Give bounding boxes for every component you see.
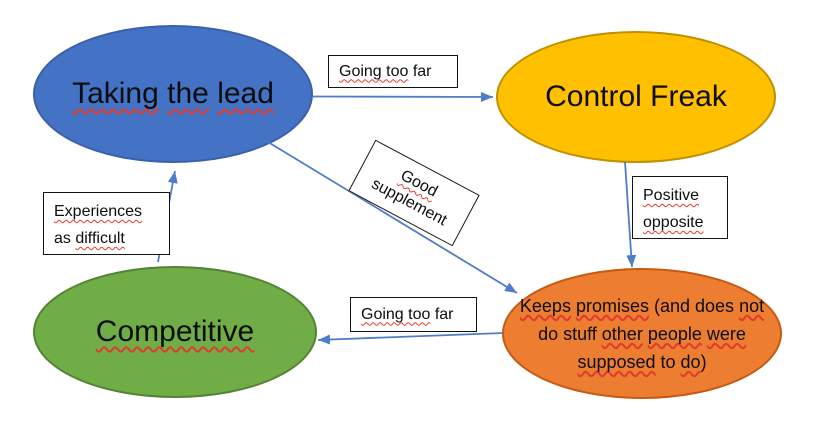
node-taking-the-lead-label: Taking the lead [72, 77, 274, 110]
edge-label-positive-opposite[interactable]: Positive opposite [632, 176, 728, 239]
node-keeps-promises-line2: do stuff other people were [538, 323, 746, 344]
connector-taking-lead-to-control-freak[interactable] [311, 91, 494, 102]
edge-label-going-too-far-bottom[interactable]: Going too far [350, 297, 477, 332]
edge-label-experiences-line2: as difficult [54, 230, 125, 247]
connector-taking-lead-to-keeps-promises[interactable] [267, 141, 518, 294]
edge-label-experiences-line1: Experiences [54, 203, 143, 220]
edge-label-going-too-far-bottom-text: Going too far [361, 305, 454, 323]
edge-label-experiences-as-difficult[interactable]: Experiences as difficult [43, 192, 170, 255]
node-keeps-promises-line1: Keeps promises (and does not [519, 295, 765, 316]
node-competitive[interactable]: Competitive [33, 266, 317, 398]
node-control-freak-label: Control Freak [545, 80, 727, 113]
node-control-freak[interactable]: Control Freak [496, 31, 776, 163]
node-competitive-label: Competitive [95, 315, 255, 348]
edge-label-positive-opposite-line1: Positive [643, 187, 700, 204]
connector-control-freak-to-keeps-promises[interactable] [624, 161, 637, 268]
node-keeps-promises[interactable]: Keeps promises (and does not do stuff ot… [502, 268, 782, 399]
node-keeps-promises-line3: supposed to do) [577, 351, 707, 372]
node-taking-the-lead[interactable]: Taking the lead [33, 25, 313, 163]
edge-label-going-too-far-top-text: Going too far [339, 62, 432, 80]
edge-label-going-too-far-top[interactable]: Going too far [328, 55, 458, 88]
edge-label-positive-opposite-line2: opposite [643, 214, 704, 231]
connector-keeps-promises-to-competitive[interactable] [317, 332, 504, 345]
